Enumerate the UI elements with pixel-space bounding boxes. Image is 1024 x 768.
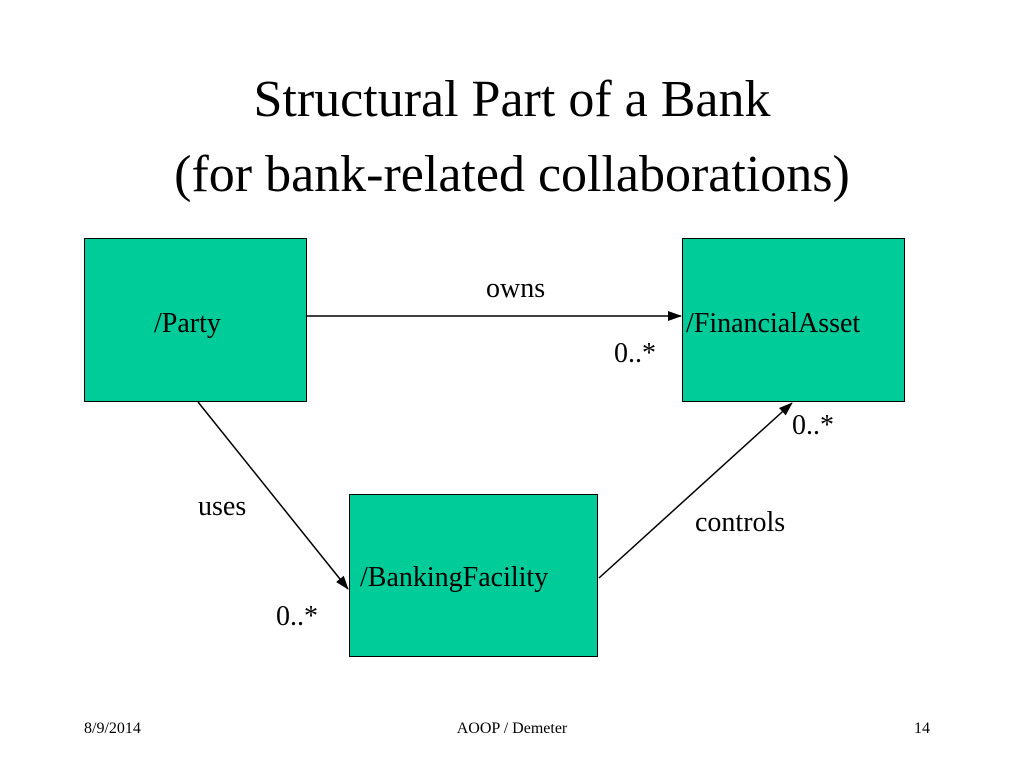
uses-label: uses — [198, 491, 247, 522]
footer-center-text: AOOP / Demeter — [456, 720, 568, 737]
uses-connector — [197, 401, 349, 590]
uses-multiplicity: 0..* — [276, 601, 318, 632]
footer-date: 8/9/2014 — [84, 720, 141, 737]
page-number: 14 — [914, 720, 930, 737]
controls-connector — [598, 402, 793, 579]
financial-asset-node: /FinancialAsset — [682, 238, 905, 402]
financial-asset-node-label: /FinancialAsset — [686, 308, 861, 339]
slide-title-line-1: Structural Part of a Bank — [253, 71, 771, 128]
banking-facility-node-label: /BankingFacility — [360, 562, 549, 593]
banking-facility-node: /BankingFacility — [349, 494, 598, 657]
party-node-label: /Party — [154, 308, 221, 339]
party-node: /Party — [84, 238, 307, 402]
controls-label: controls — [695, 507, 786, 538]
controls-multiplicity: 0..* — [792, 410, 834, 441]
slide-title-line-2: (for bank-related collaborations) — [174, 146, 850, 203]
owns-multiplicity: 0..* — [614, 338, 656, 369]
owns-label: owns — [486, 273, 546, 304]
